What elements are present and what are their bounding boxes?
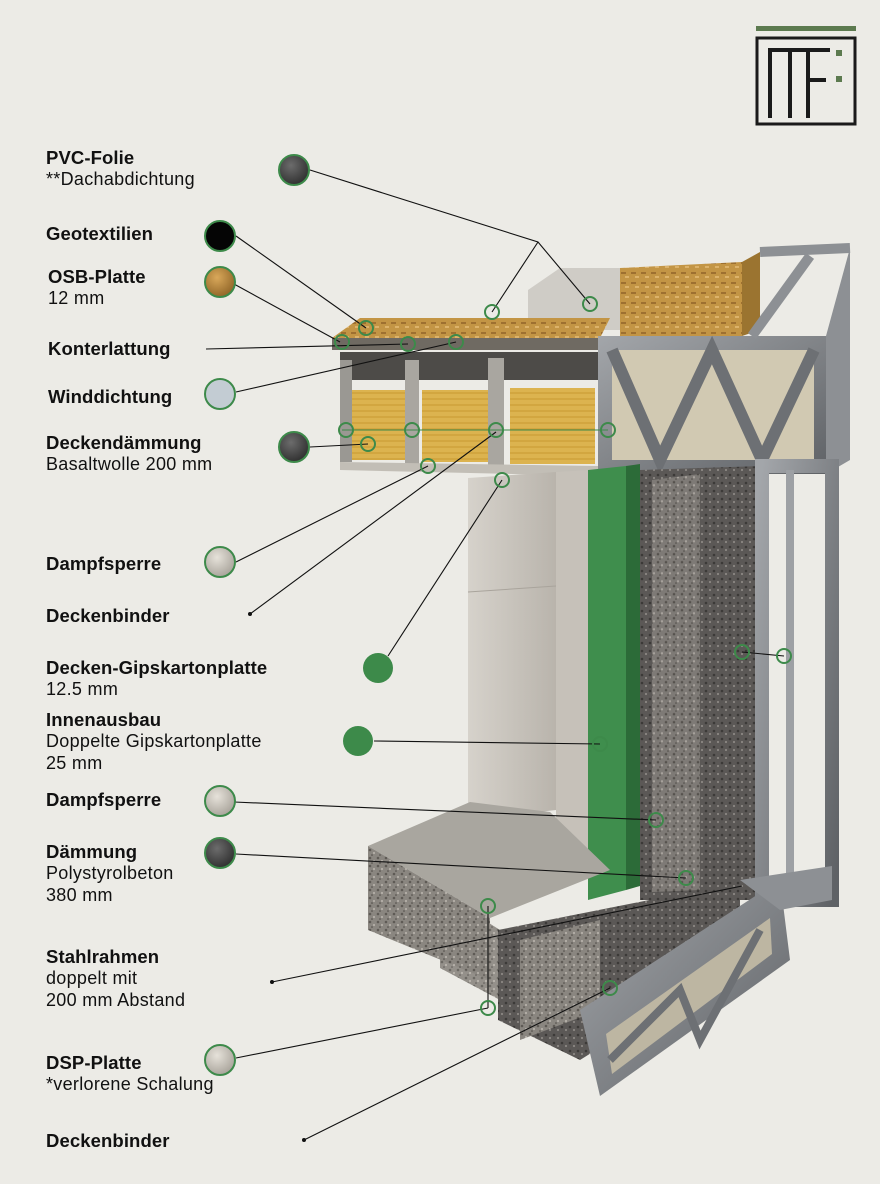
label-sub: doppelt mit <box>46 968 138 989</box>
swatches <box>204 154 393 1076</box>
label-title: Geotextilien <box>46 223 154 244</box>
swatch-winddichtung <box>204 378 236 410</box>
swatch-dampfsperre-top <box>204 546 236 578</box>
label-deckenbinder-bottom: Deckenbinder <box>46 1130 170 1152</box>
label-title: Konterlattung <box>48 338 171 359</box>
leader-geotextilien <box>235 235 367 329</box>
label-title: Innenausbau <box>46 709 162 730</box>
leader-deckenbinder-bottom <box>303 906 611 1141</box>
label-winddichtung: Winddichtung <box>48 386 172 408</box>
label-deckendaemmung: Deckendämmung Basaltwolle 200 mm <box>46 432 212 476</box>
leader-deckenbinder-top <box>249 431 497 615</box>
label-title: PVC-Folie <box>46 147 135 168</box>
label-dsp-platte: DSP-Platte *verlorene Schalung <box>46 1052 214 1096</box>
label-title: Stahlrahmen <box>46 946 160 967</box>
label-stahlrahmen: Stahlrahmen doppelt mit 200 mm Abstand <box>46 946 185 1011</box>
swatch-osb-platte <box>204 266 236 298</box>
leader-daemmung <box>235 853 687 879</box>
leader-dsp-platte <box>235 1007 489 1059</box>
label-daemmung: Dämmung Polystyrolbeton 380 mm <box>46 841 174 906</box>
leader-dampfsperre-top <box>235 465 429 563</box>
label-sub: 25 mm <box>46 752 103 773</box>
leader-osb-platte <box>233 283 341 343</box>
label-konterlattung: Konterlattung <box>48 338 171 360</box>
roof-section <box>332 252 760 476</box>
swatch-daemmung <box>204 837 236 869</box>
label-title: Dämmung <box>46 841 138 862</box>
company-logo <box>755 26 857 126</box>
leader-deckendaemmung <box>309 443 369 448</box>
leader-innenausbau <box>373 740 601 745</box>
leader-pvc-folie <box>309 169 591 313</box>
label-title: Deckenbinder <box>46 605 170 626</box>
wall-section <box>467 459 839 907</box>
label-decken-gipskartonplatte: Decken-Gipskartonplatte 12.5 mm <box>46 657 267 701</box>
swatch-deckendaemmung <box>278 431 310 463</box>
label-sub: Basaltwolle 200 mm <box>46 454 213 475</box>
label-pvc-folie: PVC-Folie **Dachabdichtung <box>46 147 195 191</box>
label-innenausbau: Innenausbau Doppelte Gipskartonplatte 25… <box>46 709 262 774</box>
leader-konterlattung <box>205 343 409 350</box>
leader-dampfsperre-wall <box>233 801 657 821</box>
label-deckenbinder-top: Deckenbinder <box>46 605 170 627</box>
label-title: OSB-Platte <box>48 266 146 287</box>
swatch-dsp-platte <box>204 1044 236 1076</box>
label-sub: *verlorene Schalung <box>46 1074 214 1095</box>
label-sub: Polystyrolbeton <box>46 863 174 884</box>
steel-frame-top <box>598 243 851 475</box>
leader-decken-gipskartonplatte <box>387 479 503 657</box>
markers <box>248 296 792 1142</box>
swatch-innenausbau <box>343 726 373 756</box>
label-sub: 200 mm Abstand <box>46 989 186 1010</box>
label-title: Winddichtung <box>48 386 173 407</box>
swatch-decken-gipskartonplatte <box>363 653 393 683</box>
label-sub: 12 mm <box>48 288 105 309</box>
leader-lines <box>205 169 785 1141</box>
label-geotextilien: Geotextilien <box>46 223 153 245</box>
label-dampfsperre-wall: Dampfsperre <box>46 789 161 811</box>
label-title: Deckenbinder <box>46 1130 170 1151</box>
label-osb-platte: OSB-Platte 12 mm <box>48 266 146 310</box>
label-dampfsperre-top: Dampfsperre <box>46 553 161 575</box>
floor-section <box>368 802 832 1096</box>
label-title: DSP-Platte <box>46 1052 142 1073</box>
leader-winddichtung <box>235 341 457 393</box>
swatch-dampfsperre-wall <box>204 785 236 817</box>
label-sub: **Dachabdichtung <box>46 169 195 190</box>
label-title: Decken-Gipskartonplatte <box>46 657 268 678</box>
label-title: Dampfsperre <box>46 789 162 810</box>
label-sub: 380 mm <box>46 884 113 905</box>
swatch-geotextilien <box>204 220 236 252</box>
label-title: Deckendämmung <box>46 432 202 453</box>
label-title: Dampfsperre <box>46 553 162 574</box>
swatch-pvc-folie <box>278 154 310 186</box>
label-sub: 12.5 mm <box>46 679 119 700</box>
label-sub: Doppelte Gipskartonplatte <box>46 731 262 752</box>
